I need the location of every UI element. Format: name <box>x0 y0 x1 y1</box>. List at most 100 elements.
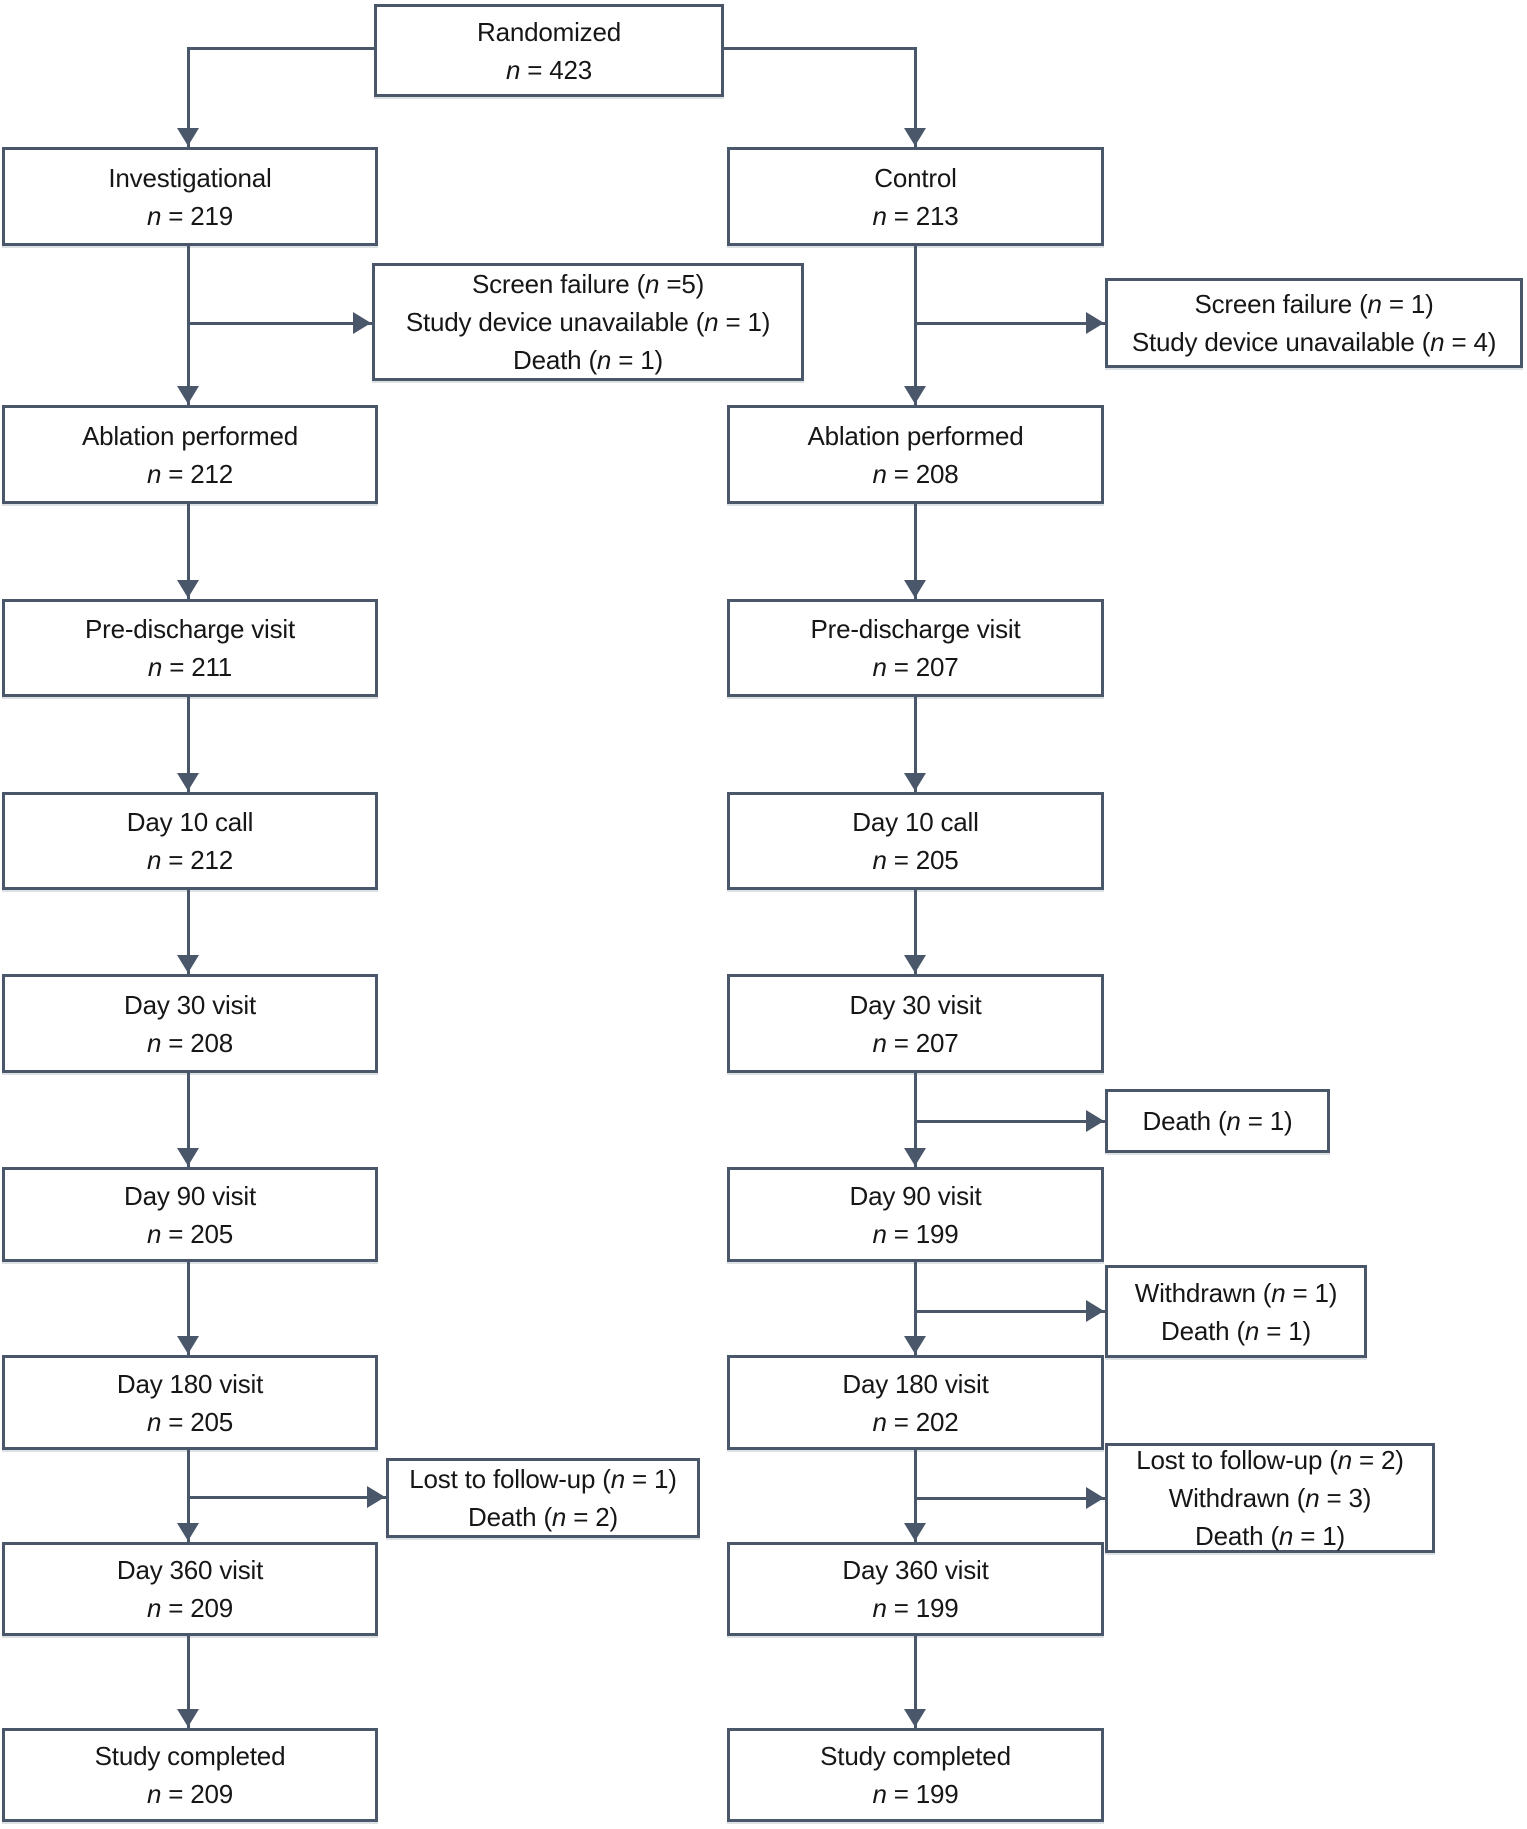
n-symbol: n <box>1271 1277 1286 1308</box>
box-line: Study completed <box>5 1737 375 1775</box>
box-text: Day 10 call <box>126 807 254 837</box>
connector-segment <box>186 1262 190 1355</box>
box-line: n = 212 <box>5 455 375 493</box>
arrowhead-down-icon <box>177 955 199 973</box>
box-text: = 219 <box>161 200 234 231</box>
box-text: = 1) <box>1240 1106 1293 1136</box>
box-line: n = 219 <box>5 197 375 235</box>
n-symbol: n <box>1305 1483 1320 1513</box>
box-text: Lost to follow-up ( <box>1136 1445 1338 1475</box>
box-day10-investigational: Day 10 call n = 212 <box>2 792 378 890</box>
arrowhead-right-icon <box>1086 1300 1104 1322</box>
box-text: Death ( <box>468 1502 552 1532</box>
n-symbol: n <box>1226 1106 1241 1136</box>
box-line: Study device unavailable (n = 1) <box>375 303 801 341</box>
box-line: Day 10 call <box>730 803 1101 841</box>
n-symbol: n <box>146 458 162 489</box>
box-line: n = 199 <box>730 1215 1101 1253</box>
box-text: Screen failure ( <box>1194 289 1368 319</box>
box-text: Study completed <box>94 1741 286 1771</box>
box-line: Death (n = 1) <box>1108 1102 1327 1140</box>
box-text: Study device unavailable ( <box>1131 327 1431 357</box>
arrowhead-down-icon <box>177 1523 199 1541</box>
n-symbol: n <box>1244 1315 1260 1346</box>
box-death-after-day30-control: Death (n = 1) <box>1105 1089 1330 1153</box>
box-line: Day 90 visit <box>730 1177 1101 1215</box>
box-text: = 1) <box>1381 289 1434 319</box>
box-line: n = 199 <box>730 1589 1101 1627</box>
box-line: Screen failure (n =5) <box>375 265 801 303</box>
box-line: Study completed <box>730 1737 1101 1775</box>
arrowhead-down-icon <box>904 1709 926 1727</box>
box-text: = 212 <box>161 458 234 489</box>
box-text: = 1) <box>624 1464 677 1494</box>
box-line: n = 205 <box>5 1403 375 1441</box>
box-day180-investigational: Day 180 visit n = 205 <box>2 1355 378 1450</box>
n-symbol: n <box>1278 1521 1294 1551</box>
connector-segment <box>186 890 190 974</box>
n-symbol: n <box>872 1218 887 1249</box>
connector-segment <box>915 1119 1105 1123</box>
box-text: = 199 <box>886 1779 959 1809</box>
box-withdrawn-death-after-day90-control: Withdrawn (n = 1)Death (n = 1) <box>1105 1265 1367 1358</box>
box-text: = 1) <box>611 345 663 375</box>
box-line: Day 90 visit <box>5 1177 375 1215</box>
box-text: Investigational <box>108 162 272 193</box>
arrowhead-down-icon <box>904 1336 926 1354</box>
arrowhead-right-icon <box>1086 312 1104 334</box>
box-text: = 212 <box>161 845 234 875</box>
box-line: Control <box>730 159 1101 197</box>
arrowhead-down-icon <box>177 773 199 791</box>
box-exclusions-control: Screen failure (n = 1)Study device unava… <box>1105 278 1523 368</box>
connector-segment <box>186 1636 190 1728</box>
connector-segment <box>188 321 372 325</box>
box-day10-control: Day 10 call n = 205 <box>727 792 1104 890</box>
connector-segment <box>913 697 917 792</box>
n-symbol: n <box>551 1502 567 1532</box>
connector-segment <box>913 246 917 405</box>
connector-segment <box>913 890 917 974</box>
box-line: n = 207 <box>730 1024 1101 1062</box>
connector-segment <box>913 1450 917 1542</box>
box-line: Lost to follow-up (n = 2) <box>1108 1441 1432 1479</box>
box-line: Withdrawn (n = 3) <box>1108 1479 1432 1517</box>
arrowhead-down-icon <box>177 1148 199 1166</box>
box-text: = 4) <box>1444 327 1497 357</box>
box-line: n = 208 <box>730 455 1101 493</box>
box-text: = 3) <box>1319 1483 1372 1513</box>
box-line: n = 205 <box>730 841 1101 879</box>
box-text: = 202 <box>886 1406 959 1437</box>
box-text: Death ( <box>1195 1521 1279 1551</box>
box-text: Withdrawn ( <box>1134 1277 1272 1308</box>
arrowhead-down-icon <box>177 580 199 598</box>
box-text: Pre-discharge visit <box>810 614 1021 644</box>
box-lost-withdrawn-death-after-day180-control: Lost to follow-up (n = 2)Withdrawn (n = … <box>1105 1443 1435 1553</box>
n-symbol: n <box>872 200 887 231</box>
box-lost-death-after-day180-investigational: Lost to follow-up (n = 1)Death (n = 2) <box>386 1458 700 1538</box>
box-text: Day 10 call <box>852 807 979 837</box>
connector-segment <box>186 246 190 405</box>
box-text: Day 180 visit <box>116 1368 264 1399</box>
box-text: = 2) <box>1351 1445 1404 1475</box>
n-symbol: n <box>645 269 660 299</box>
box-text: Day 30 visit <box>124 989 256 1020</box>
connector-segment <box>913 504 917 599</box>
arrowhead-down-icon <box>904 386 926 404</box>
box-line: n = 212 <box>5 841 375 879</box>
arrowhead-right-icon <box>1086 1487 1104 1509</box>
box-text: Randomized <box>477 16 621 47</box>
box-line: Day 10 call <box>5 803 375 841</box>
n-symbol: n <box>146 845 162 875</box>
box-line: Death (n = 1) <box>375 341 801 379</box>
n-symbol: n <box>146 1779 162 1809</box>
arrowhead-down-icon <box>904 955 926 973</box>
box-text: = 207 <box>886 1027 959 1058</box>
n-symbol: n <box>146 1406 162 1437</box>
n-symbol: n <box>1337 1445 1352 1475</box>
box-line: n = 209 <box>5 1589 375 1627</box>
box-text: = 208 <box>161 1027 234 1058</box>
